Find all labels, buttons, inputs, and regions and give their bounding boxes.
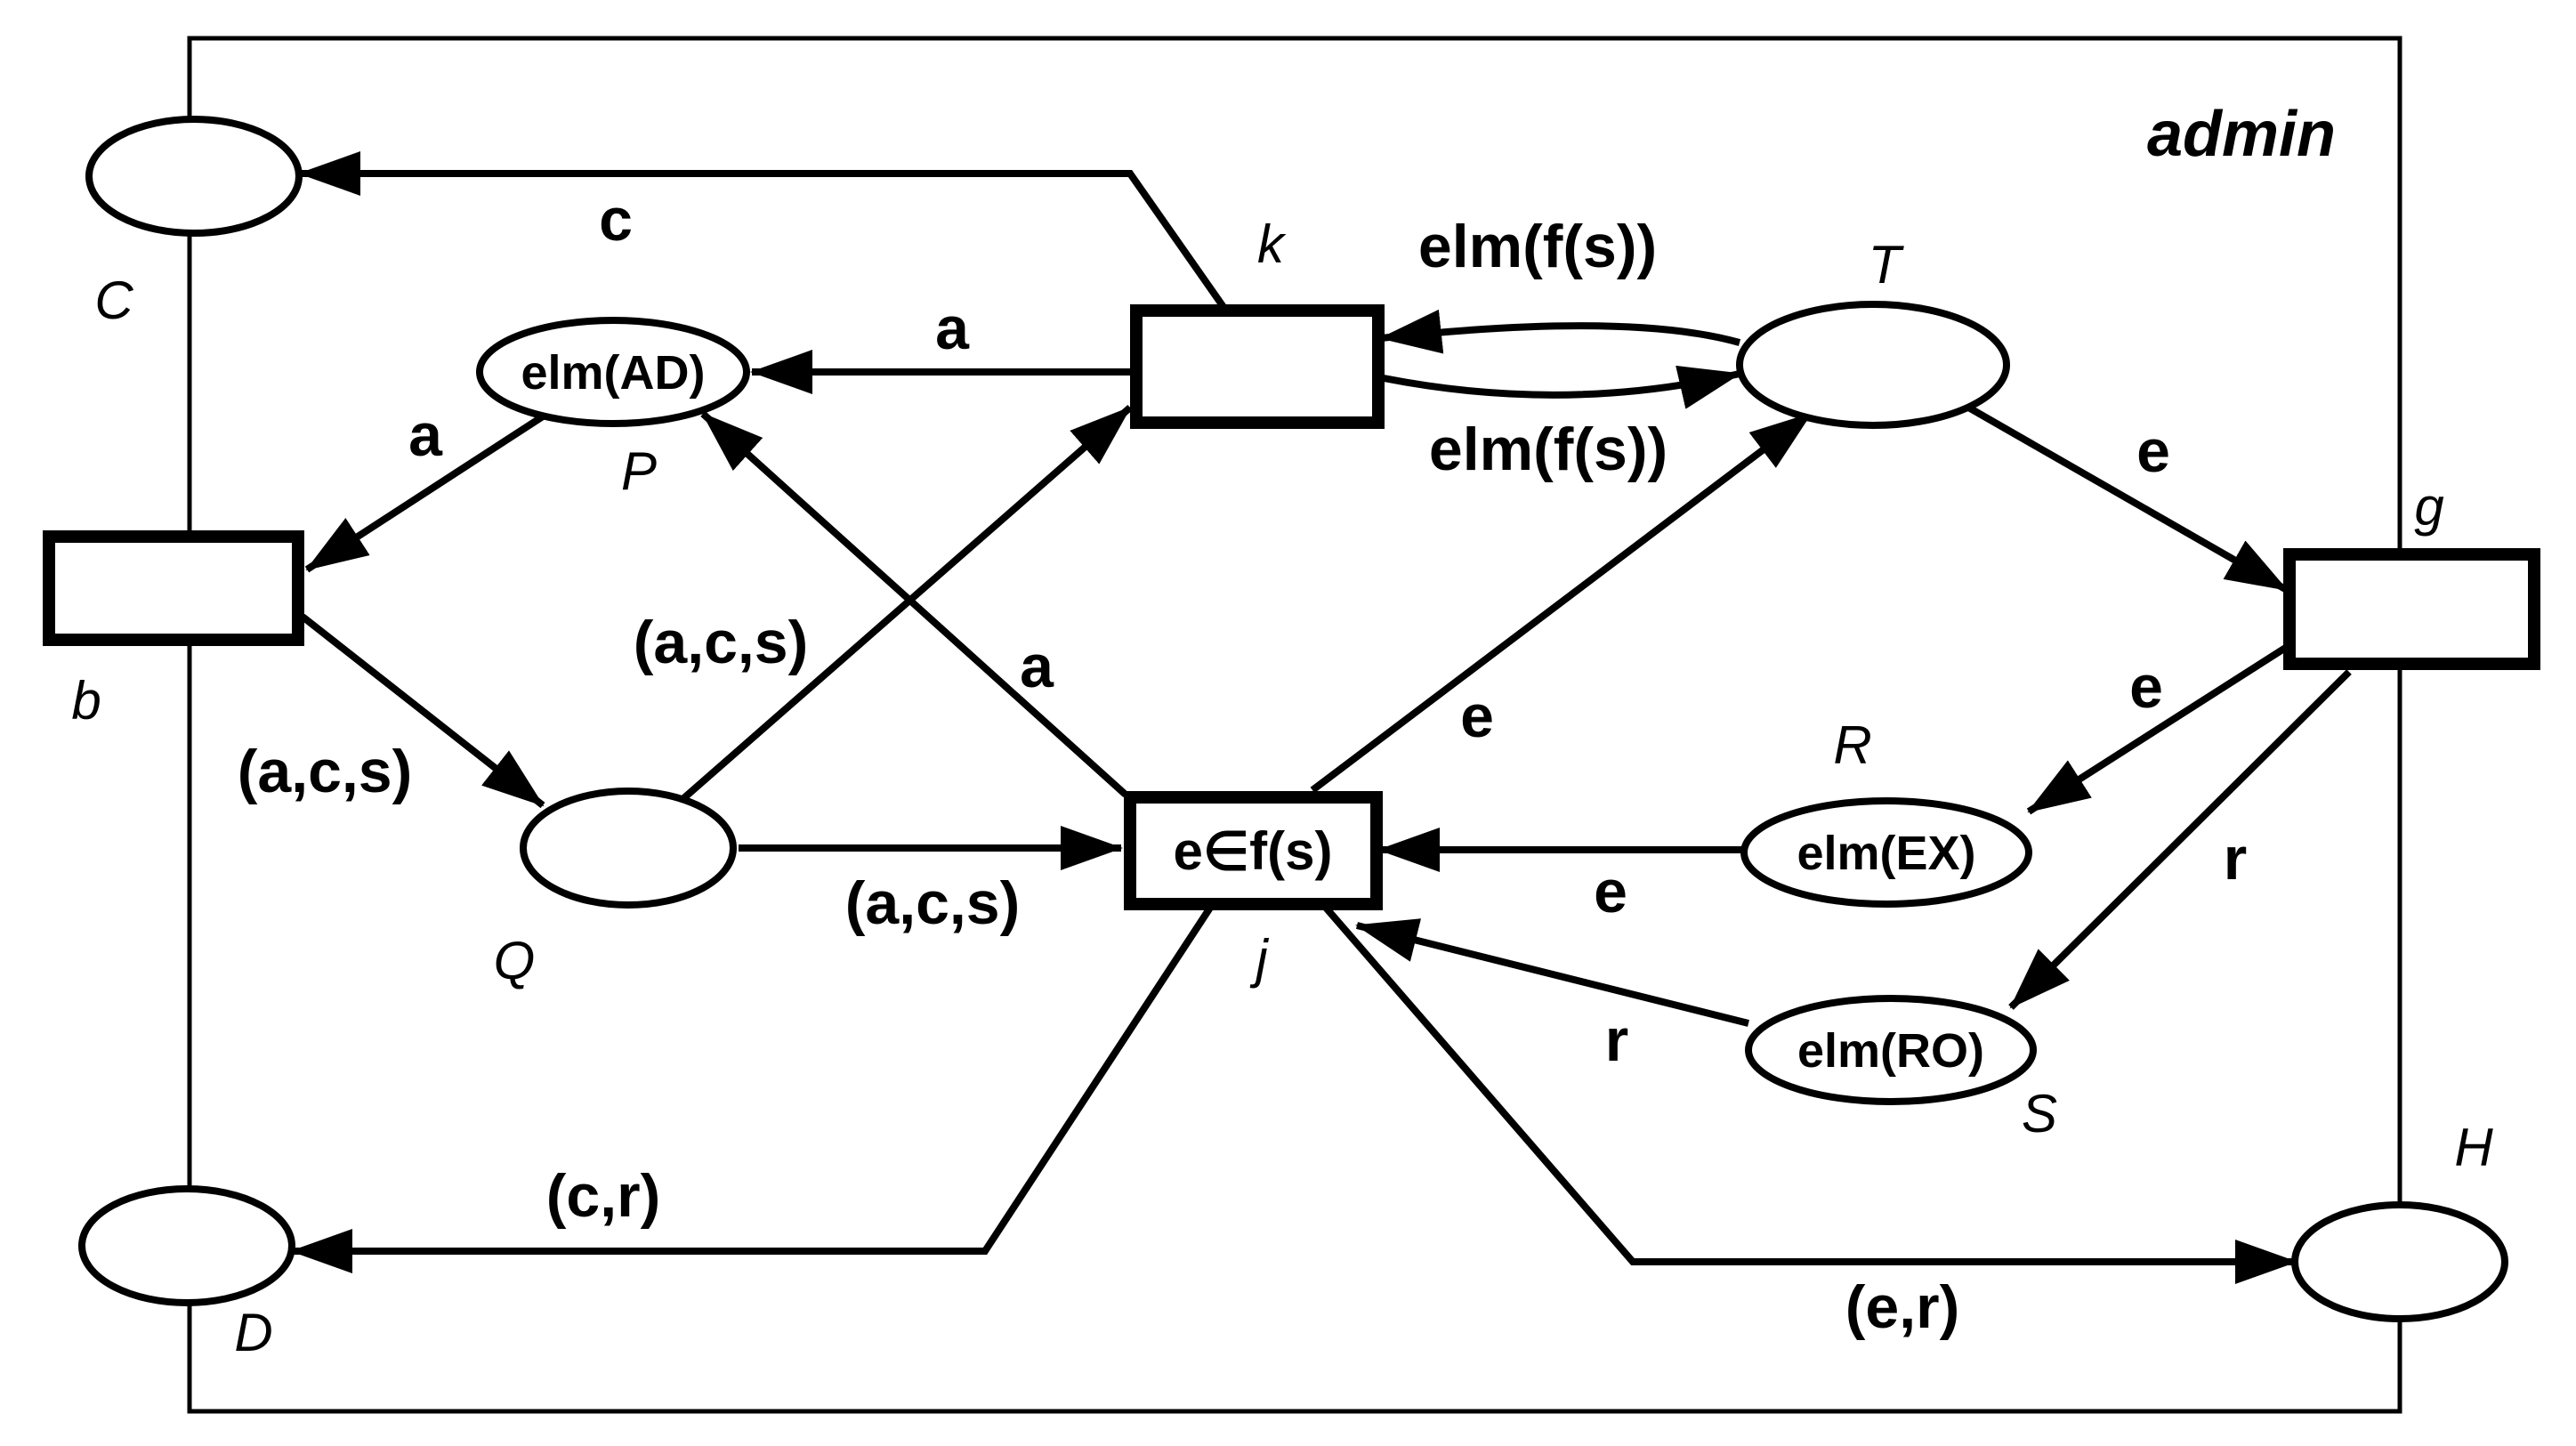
arc-g-to-R	[2026, 643, 2289, 815]
arc-b-to-Q-label: (a,c,s)	[238, 738, 413, 805]
arc-j-to-P-label: a	[1020, 633, 1054, 700]
place-D-name: D	[234, 1303, 272, 1362]
arc-g-to-S	[2008, 669, 2352, 1010]
transition-b-name: b	[71, 671, 101, 731]
arc-T-to-k-label: elm(f(s))	[1418, 213, 1657, 280]
place-P-name: P	[621, 441, 657, 501]
place-T	[1736, 301, 2010, 429]
arc-b-to-Q	[300, 613, 545, 809]
place-H-name: H	[2454, 1118, 2493, 1177]
arc-Q-to-k-label: (a,c,s)	[634, 609, 809, 676]
arc-j-to-P	[700, 411, 1128, 797]
transition-j-name: j	[1249, 929, 1269, 989]
arc-j-to-T	[1310, 410, 1813, 794]
arc-T-to-g-label: e	[2136, 417, 2170, 485]
arc-k-to-T-label: elm(f(s))	[1429, 416, 1668, 483]
arc-P-to-b-label: a	[408, 401, 443, 469]
arc-k-to-C-label: c	[599, 186, 633, 254]
arc-j-to-T-label: e	[1460, 683, 1494, 750]
transition-k	[1130, 304, 1385, 429]
transition-b	[43, 530, 304, 646]
place-R	[1740, 797, 2032, 908]
arc-S-to-j-label: r	[1605, 1006, 1628, 1074]
place-C	[85, 116, 303, 237]
arc-R-to-j-label: e	[1594, 858, 1627, 925]
transition-g	[2283, 548, 2540, 670]
place-H	[2291, 1201, 2508, 1322]
arc-P-to-b	[304, 413, 545, 573]
place-Q-name: Q	[494, 931, 536, 990]
transition-j	[1124, 791, 1383, 910]
place-R-name: R	[1833, 715, 1871, 775]
transition-g-name: g	[2414, 477, 2443, 537]
place-R-inscription: elm(EX)	[1797, 827, 1975, 880]
arc-k-to-P-label: a	[935, 295, 970, 362]
arc-k-to-C	[298, 151, 1227, 310]
place-S-inscription: elm(RO)	[1797, 1024, 1984, 1078]
place-P-inscription: elm(AD)	[521, 346, 705, 400]
arc-Q-to-k	[678, 404, 1133, 804]
transition-j-guard: e∈f(s)	[1174, 821, 1333, 881]
place-Q	[520, 788, 737, 909]
place-C-name: C	[94, 271, 133, 330]
place-P	[476, 317, 750, 427]
arc-k-to-T	[1383, 365, 1741, 409]
arc-g-to-S-label: r	[2224, 825, 2247, 893]
place-S	[1745, 995, 2037, 1105]
arc-S-to-j	[1355, 918, 1749, 1027]
place-D	[78, 1185, 295, 1306]
arc-g-to-R-label: e	[2129, 653, 2163, 721]
module-name: admin	[2147, 99, 2336, 170]
arc-j-to-H	[1322, 905, 2297, 1284]
module-frame	[187, 36, 2402, 1414]
arc-j-to-D	[290, 905, 1214, 1273]
place-T-name: T	[1869, 235, 1905, 295]
arc-T-to-k	[1379, 309, 1741, 354]
arc-j-to-H-label: (e,r)	[1845, 1273, 1959, 1341]
transition-k-name: k	[1257, 214, 1287, 274]
place-S-name: S	[2022, 1084, 2057, 1143]
arc-Q-to-j-label: (a,c,s)	[845, 869, 1021, 937]
arc-T-to-g	[1951, 395, 2289, 594]
arc-j-to-D-label: (c,r)	[546, 1162, 660, 1230]
